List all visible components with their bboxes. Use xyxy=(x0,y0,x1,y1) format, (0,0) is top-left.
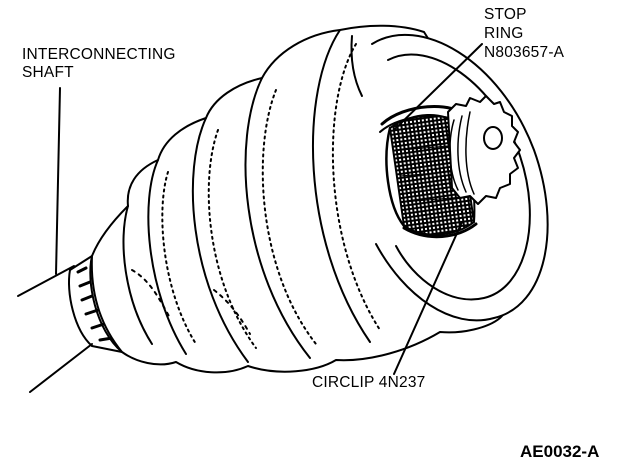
circlip xyxy=(402,222,478,239)
leader-lines xyxy=(55,43,483,375)
label-interconnecting-shaft-line1: INTERCONNECTING xyxy=(22,46,176,63)
boot-clamp xyxy=(68,255,123,353)
stop-ring-leader xyxy=(393,43,483,131)
boot-ribs xyxy=(122,29,381,363)
splined-stub xyxy=(447,95,521,205)
circlip-leader xyxy=(393,221,463,375)
label-stop-ring-line2: RING xyxy=(484,25,524,42)
label-circlip: CIRCLIP 4N237 xyxy=(312,374,426,391)
label-stop-ring-line1: STOP xyxy=(484,6,527,23)
label-interconnecting-shaft-line2: SHAFT xyxy=(22,64,74,81)
figure-id: AE0032-A xyxy=(520,442,600,461)
shaft-leader xyxy=(55,87,61,275)
interconnecting-shaft xyxy=(17,265,93,393)
label-stop-ring-part-number: N803657-A xyxy=(484,44,565,61)
